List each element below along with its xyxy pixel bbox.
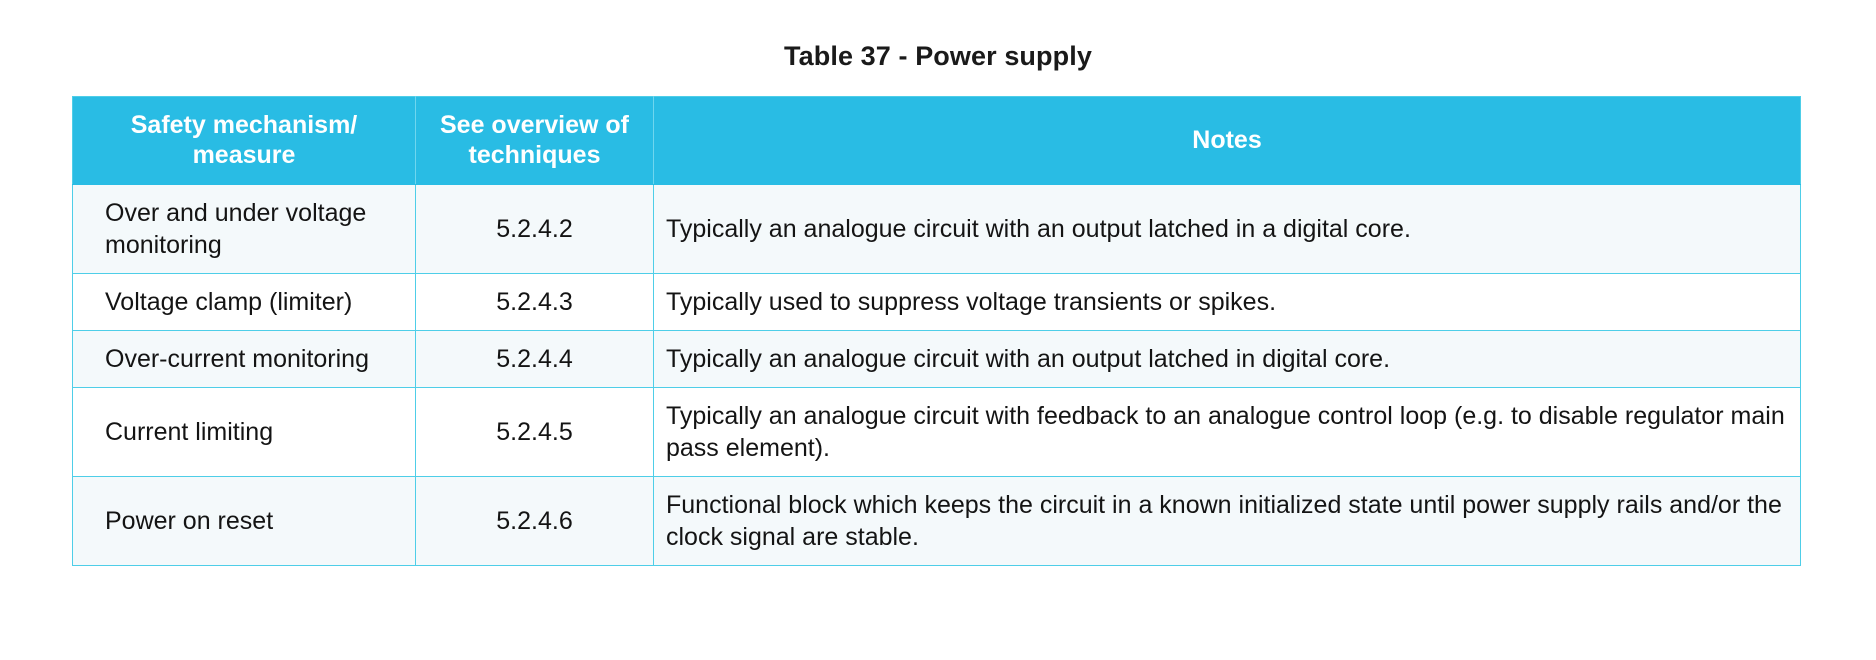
table-header-row: Safety mechanism/ measure See overview o… [72, 96, 1801, 185]
cell-notes: Typically an analogue circuit with feedb… [653, 387, 1801, 477]
table-row: Over and under voltage monitoring 5.2.4.… [72, 184, 1801, 274]
cell-notes: Typically used to suppress voltage trans… [653, 273, 1801, 331]
cell-reference: 5.2.4.2 [415, 184, 654, 274]
column-header-safety-mechanism-line1: Safety mechanism/ [130, 111, 358, 139]
table-body: Over and under voltage monitoring 5.2.4.… [72, 184, 1801, 566]
table-row: Voltage clamp (limiter) 5.2.4.3 Typicall… [72, 273, 1801, 331]
column-header-see-overview: See overview of techniques [415, 96, 654, 185]
cell-mechanism: Over and under voltage monitoring [72, 184, 416, 274]
table-header: Safety mechanism/ measure See overview o… [72, 96, 1801, 185]
cell-mechanism: Over-current monitoring [72, 330, 416, 388]
cell-reference: 5.2.4.4 [415, 330, 654, 388]
power-supply-table: Safety mechanism/ measure See overview o… [72, 96, 1801, 566]
cell-mechanism: Voltage clamp (limiter) [72, 273, 416, 331]
cell-reference: 5.2.4.3 [415, 273, 654, 331]
cell-reference: 5.2.4.6 [415, 476, 654, 566]
table-row: Over-current monitoring 5.2.4.4 Typicall… [72, 330, 1801, 388]
cell-notes: Typically an analogue circuit with an ou… [653, 330, 1801, 388]
table-row: Current limiting 5.2.4.5 Typically an an… [72, 387, 1801, 477]
cell-mechanism: Power on reset [72, 476, 416, 566]
cell-notes: Functional block which keeps the circuit… [653, 476, 1801, 566]
cell-reference: 5.2.4.5 [415, 387, 654, 477]
table-row: Power on reset 5.2.4.6 Functional block … [72, 476, 1801, 566]
column-header-safety-mechanism-line2: measure [192, 140, 296, 169]
table-container: Safety mechanism/ measure See overview o… [72, 96, 1801, 566]
column-header-see-overview-line1: See overview of [440, 111, 629, 139]
column-header-notes: Notes [653, 96, 1801, 185]
page-title: Table 37 - Power supply [784, 41, 1092, 71]
cell-mechanism: Current limiting [72, 387, 416, 477]
column-header-see-overview-line2: techniques [468, 140, 601, 169]
cell-notes: Typically an analogue circuit with an ou… [653, 184, 1801, 274]
column-header-safety-mechanism: Safety mechanism/ measure [72, 96, 416, 185]
